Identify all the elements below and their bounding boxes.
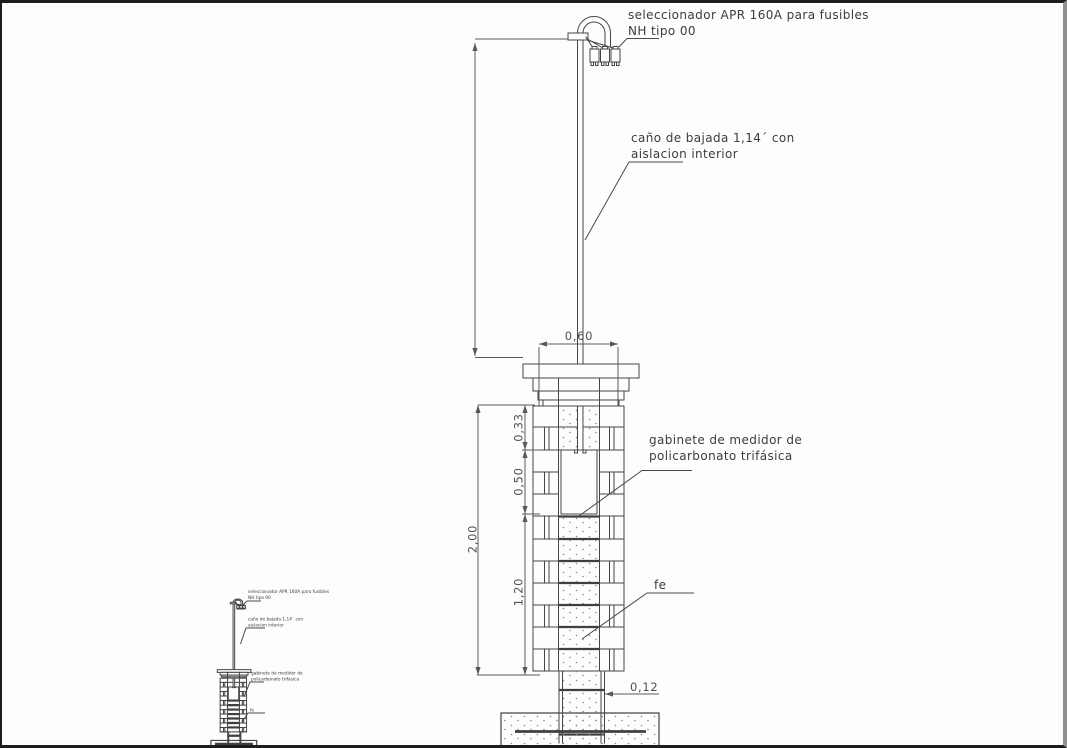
- rebar-label: fe: [654, 578, 666, 592]
- cabinet-label-line2: policarbonato trifásica: [649, 449, 793, 463]
- dim-upper-section: 0,33: [512, 413, 526, 441]
- mini-downpipe-label-line2: aislacion interior: [248, 623, 284, 629]
- mini-cabinet-label-line1: gabinete de medidor de: [251, 671, 303, 677]
- selector-label-line2: NH tipo 00: [628, 24, 696, 38]
- cabinet-leader: [578, 470, 692, 517]
- mini-cabinet-label-line2: policarbonato trifásica: [251, 676, 299, 683]
- dim-lower-section: 1,20: [512, 578, 526, 606]
- mini-annotation-group: seleccionador APR 160A para fusibles NH …: [240, 589, 330, 723]
- rebar-leader: [581, 592, 694, 640]
- dim-wall-thickness: 0,12: [630, 680, 658, 694]
- mini-cabinet-leader: [243, 681, 264, 698]
- dim-cap-width: 0,60: [565, 329, 593, 343]
- mini-drawing: seleccionador APR 160A para fusibles NH …: [210, 589, 330, 745]
- downpipe-label-line1: caño de bajada 1,14´ con: [631, 131, 795, 145]
- blueprint-svg: 0,60 2,00 0,33 0,50 1,20 0,12 sel: [210, 8, 869, 745]
- downpipe-leader: [584, 161, 683, 241]
- selector-leader: [618, 38, 659, 48]
- selector-label-line1: seleccionador APR 160A para fusibles: [628, 8, 869, 22]
- mini-selector-label-line1: seleccionador APR 160A para fusibles: [248, 589, 330, 595]
- dimension-group: 0,60 2,00 0,33 0,50 1,20 0,12: [466, 38, 659, 697]
- downpipe-label-line2: aislacion interior: [631, 147, 738, 161]
- mini-downpipe-label-line1: caño de bajada 1,14´ con: [248, 617, 303, 623]
- annotation-group: seleccionador APR 160A para fusibles NH …: [578, 8, 869, 640]
- mini-rebar-leader: [241, 712, 265, 723]
- cabinet-label-line1: gabinete de medidor de: [649, 433, 802, 447]
- dim-cabinet-height: 0,50: [512, 467, 526, 495]
- mini-selector-leader: [242, 600, 261, 606]
- mini-rebar-label: fe: [250, 708, 255, 714]
- main-drawing: 0,60 2,00 0,33 0,50 1,20 0,12 sel: [466, 8, 869, 745]
- mini-downpipe-leader: [240, 627, 265, 645]
- mini-selector-label-line2: NH tipo 00: [248, 595, 271, 601]
- dim-overall-height: 2,00: [466, 525, 480, 553]
